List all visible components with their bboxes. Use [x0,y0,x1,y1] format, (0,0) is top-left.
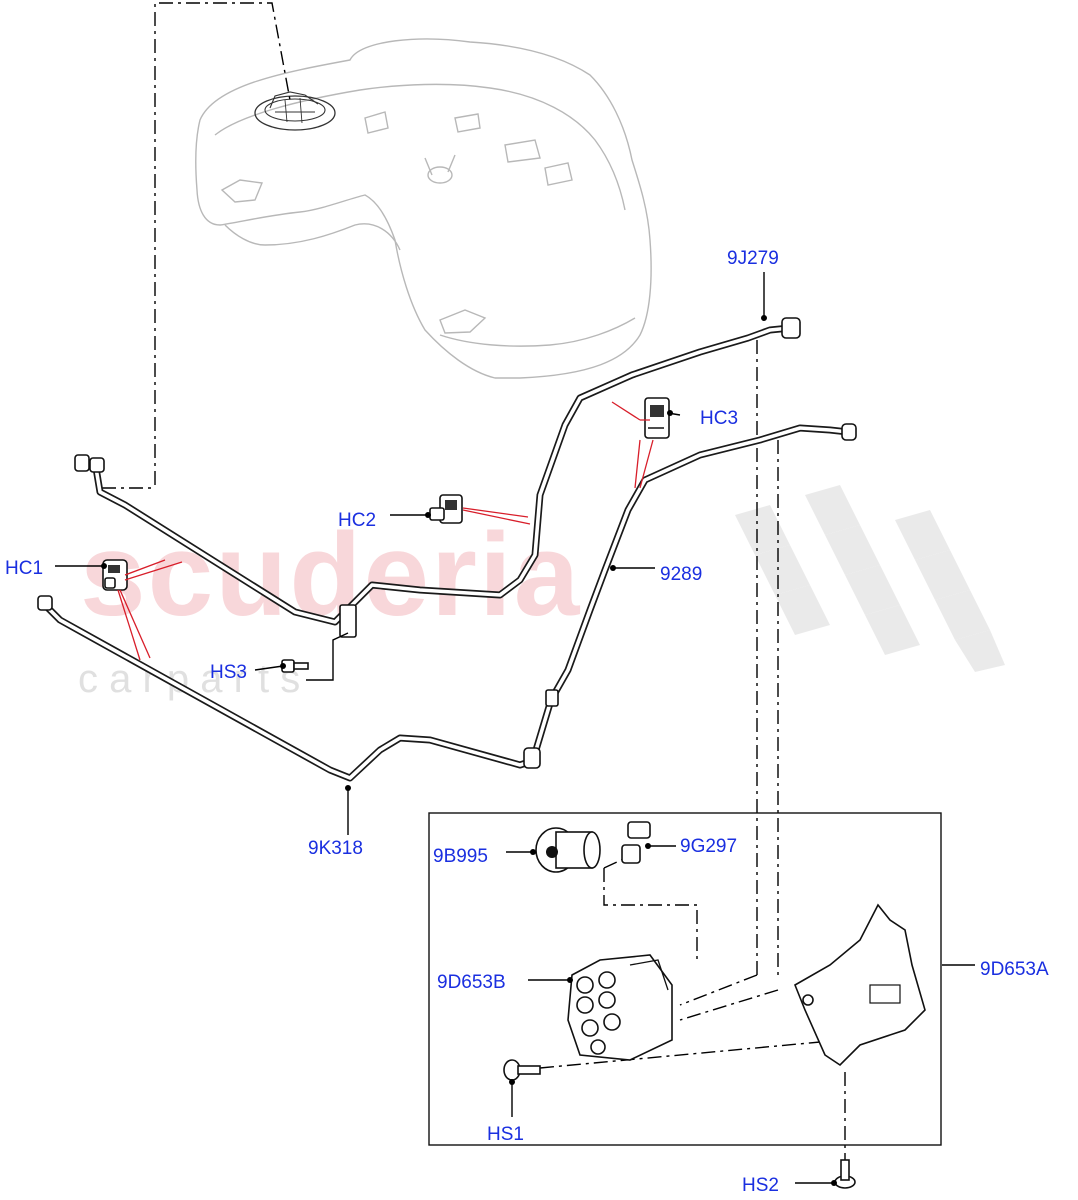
clip-bracket-hs3-mount [339,604,357,638]
callout-9G297: 9G297 [680,836,737,857]
callout-9B995: 9B995 [433,846,488,867]
bolt-hs1 [503,1059,541,1081]
clip-indicator-lines [117,401,654,661]
filter-9B995 [535,827,601,873]
callout-HC2: HC2 [338,510,376,531]
clip-hc2 [429,494,463,524]
reference-lines [102,2,846,1165]
checkered-flag-watermark [735,485,1005,672]
fuel-pipe-9289 [529,423,857,764]
callout-9J279: 9J279 [727,248,779,269]
callout-HS1: HS1 [487,1124,524,1145]
fuel-pump-module [254,91,336,131]
callout-labels: 9J279 HC3 HC2 HC1 9289 HS3 9K318 9B995 9… [5,248,1049,1196]
callout-HS3: HS3 [210,662,247,683]
bracket-9D653A [793,903,926,1067]
clip-hc1 [102,559,128,591]
callout-9D653A: 9D653A [980,959,1049,980]
fuel-tank [195,38,652,379]
callout-9289: 9289 [660,564,702,585]
callout-HC1: HC1 [5,558,43,579]
callout-9D653B: 9D653B [437,972,506,993]
connector-9G297 [621,821,651,864]
fuel-pipe-9J279 [74,317,801,626]
fuel-pipe-9K318 [37,595,541,782]
callout-HS2: HS2 [742,1175,779,1196]
canister-9D653B [567,954,673,1061]
callout-HC3: HC3 [700,408,738,429]
leader-lines [55,272,975,1186]
clip-hc3 [644,397,670,439]
watermark: scuderia c a r p a r t s [78,485,1005,701]
canister-assembly-frame [428,812,942,1146]
callout-9K318: 9K318 [308,838,363,859]
bolt-hs2 [834,1159,856,1189]
